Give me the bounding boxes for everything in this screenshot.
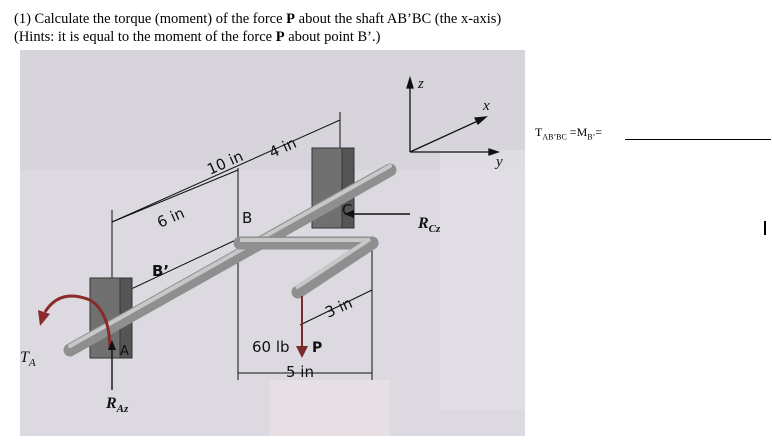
point-a-label: A	[120, 344, 129, 359]
point-c-label: C	[342, 201, 352, 219]
text-cursor	[764, 221, 766, 235]
force-name-label: P	[312, 340, 322, 356]
reaction-raz-label: RAz	[105, 395, 129, 415]
shaft-figure: z x y 10 in 4 in 6 in 3 in 5 in	[20, 50, 525, 436]
answer-blank[interactable]	[625, 139, 771, 140]
dimension-lines	[111, 112, 373, 380]
bearing-a	[89, 277, 133, 359]
reaction-rcz-label: RCz	[417, 215, 441, 235]
dim-5in-label: 5 in	[286, 363, 314, 381]
torque-label: TA	[20, 349, 36, 369]
force-symbol: P	[275, 29, 285, 45]
shaft	[63, 163, 397, 357]
hint-text: about point B’.)	[284, 29, 381, 45]
force-value-label: 60 lb	[252, 338, 290, 356]
question-text: about the shaft AB’BC (the x-axis)	[295, 11, 502, 27]
question-text: (1) Calculate the torque (moment) of the…	[14, 11, 287, 27]
answer-expression: TAB’BC =MB’=	[535, 125, 603, 142]
axis-x-label: x	[482, 98, 490, 114]
hint-text: (Hints: it is equal to the moment of the…	[14, 29, 276, 45]
torque-arrow	[43, 294, 112, 351]
question-line-2: (Hints: it is equal to the moment of the…	[14, 29, 380, 46]
point-b-label: B	[242, 209, 252, 227]
coordinate-axes	[406, 75, 501, 156]
force-symbol: P	[286, 11, 296, 27]
axis-y-label: y	[494, 154, 503, 170]
point-bprime-label: B’	[152, 262, 169, 280]
axis-z-label: z	[417, 76, 424, 92]
question-line-1: (1) Calculate the torque (moment) of the…	[14, 11, 501, 28]
